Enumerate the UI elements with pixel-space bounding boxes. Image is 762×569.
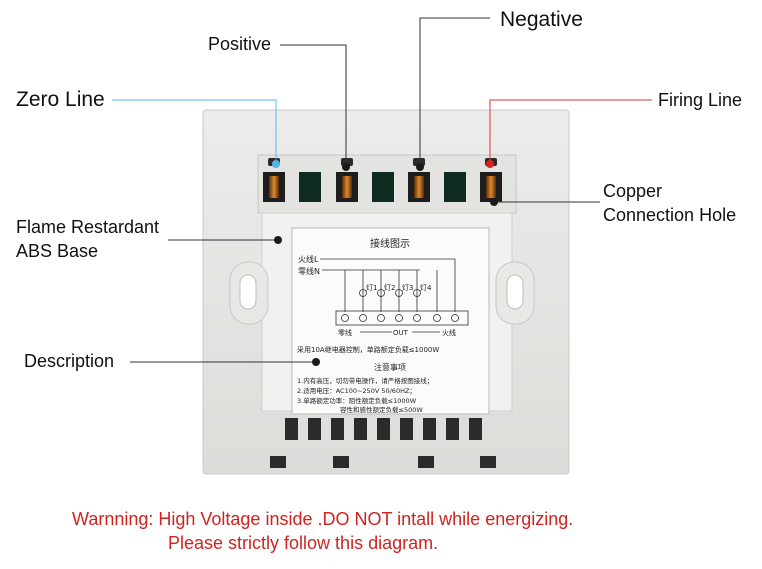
sticker-out: OUT — [393, 329, 409, 337]
lamp-4-label: 灯4 — [420, 283, 432, 292]
bottom-vents — [270, 418, 496, 468]
negative-leader — [419, 17, 490, 166]
sticker-spec: 采用10A继电器控制，单路额定负载≤1000W — [297, 345, 439, 354]
negative-dot — [416, 163, 424, 171]
terminal-holes — [263, 172, 502, 202]
warning-line-1: Warnning: High Voltage inside .DO NOT in… — [72, 509, 574, 529]
sticker-note-1: 1.内有高压，切勿带电操作，请严格按图接线； — [297, 376, 433, 385]
copper-dot — [490, 198, 498, 206]
warning-line-2: Please strictly follow this diagram. — [168, 533, 439, 553]
description-label: Description — [24, 351, 115, 371]
sticker-neutral: 零线N — [298, 266, 320, 276]
copper-label-line1: Copper — [603, 181, 663, 201]
lamp-2-label: 灯2 — [384, 283, 395, 292]
flame-label-line1: Flame Restardant — [16, 217, 160, 237]
positive-leader — [280, 44, 347, 166]
description-dot — [312, 358, 320, 366]
zero-line-dot — [272, 160, 280, 168]
wiring-diagram — [320, 258, 469, 333]
positive-dot — [342, 163, 350, 171]
sticker-note-2: 2.适用电压：AC100~250V 50/60HZ； — [297, 386, 416, 395]
firing-line-label: Firing Line — [658, 90, 743, 110]
mounting-slots — [229, 261, 535, 325]
sticker-notes-title: 注意事项 — [374, 362, 406, 372]
zero-line-leader — [112, 99, 277, 160]
firing-line-leader — [489, 99, 652, 160]
zero-line-label: Zero Line — [16, 88, 105, 111]
lamp-1-label: 灯1 — [366, 283, 377, 292]
sticker-title: 接线图示 — [370, 237, 410, 250]
copper-screw — [414, 176, 424, 198]
firing-line-dot — [486, 160, 494, 168]
sticker-note-4: 容性和感性额定负载≤500W — [340, 405, 423, 414]
flame-label-line2: ABS Base — [16, 241, 99, 261]
sticker-zero: 零线 — [338, 328, 352, 337]
lamp-3-label: 灯3 — [402, 283, 413, 292]
copper-screw — [342, 176, 352, 198]
copper-screw — [486, 176, 496, 198]
copper-label-line2: Connection Hole — [603, 205, 737, 225]
sticker-note-3: 3.单路额定功率：阻性额定负载≤1000W — [297, 396, 417, 405]
sticker-live: 火线L — [298, 254, 319, 264]
positive-label: Positive — [208, 34, 272, 54]
copper-screw — [269, 176, 279, 198]
negative-label: Negative — [500, 8, 583, 31]
flame-dot — [274, 236, 282, 244]
sticker-fire: 火线 — [442, 328, 456, 337]
